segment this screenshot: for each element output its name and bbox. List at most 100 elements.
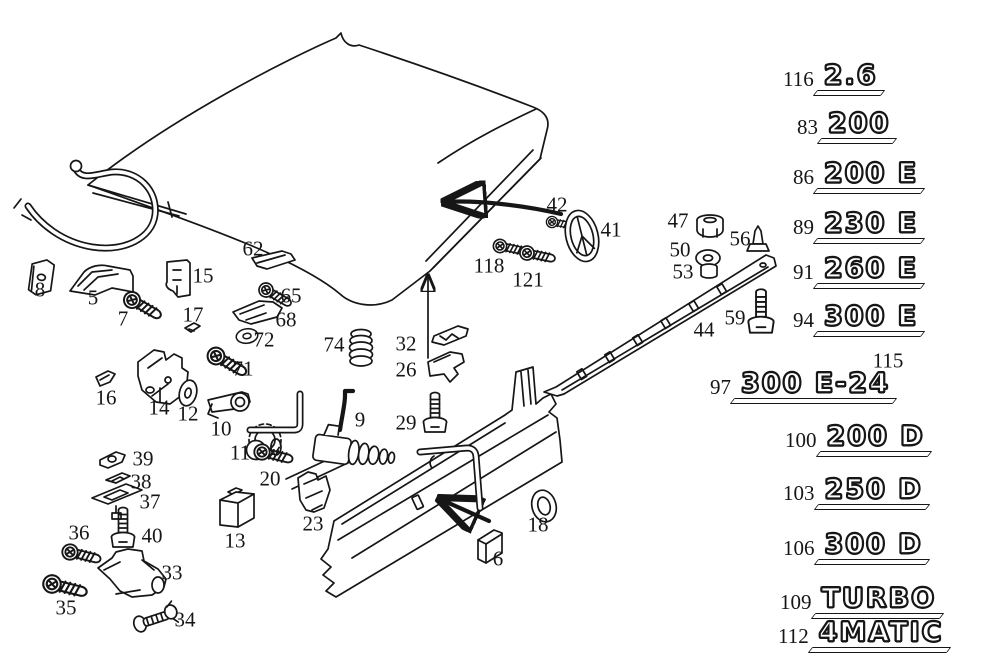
part-number-71: 71 — [232, 356, 254, 381]
part-6-plate — [477, 529, 503, 564]
badge-part-number: 89 — [793, 214, 814, 239]
part-number-23: 23 — [302, 511, 324, 536]
badge-text: 2.6 — [823, 60, 878, 91]
trim-strip-studs — [575, 282, 728, 381]
badge-plinth — [816, 138, 898, 144]
part-number-62: 62 — [242, 236, 264, 261]
part-number-56: 56 — [729, 226, 751, 251]
part-number-7: 7 — [117, 306, 129, 331]
badge-part-number: 109 — [780, 589, 812, 614]
part-53-cap — [700, 263, 718, 279]
part-number-40: 40 — [141, 523, 163, 548]
badge-part-number: 94 — [793, 307, 814, 332]
trim-strip — [543, 254, 777, 397]
badge-plinth — [812, 238, 926, 244]
badge-text: 4MATIC — [818, 617, 944, 648]
part-37-plate — [91, 483, 143, 520]
badge-plinth — [812, 90, 885, 96]
badge-emblem: 300 D — [813, 529, 931, 565]
part-number-72: 72 — [253, 327, 275, 352]
part-number-35: 35 — [55, 595, 77, 620]
part-number-26: 26 — [395, 357, 417, 382]
part-47-nut — [696, 214, 724, 238]
part-15-plate — [165, 259, 191, 298]
badge-emblem: 2.6 — [812, 60, 885, 96]
part-20-bolt — [245, 439, 296, 468]
part-number-68: 68 — [275, 307, 297, 332]
mercedes-star-icon — [564, 209, 600, 263]
part-number-11: 11 — [229, 440, 251, 465]
part-38-clip — [105, 472, 131, 484]
part-8-bracket — [27, 259, 56, 296]
part-56-clip — [746, 225, 770, 252]
part-10-lock-cylinder — [207, 391, 251, 419]
badge-emblem: 200 E — [812, 158, 926, 194]
part-16-clip — [95, 370, 116, 387]
part-number-34: 34 — [174, 607, 196, 632]
model-badge-260-e: 91 260 E — [793, 253, 926, 289]
part-9-lock-actuator — [246, 388, 484, 512]
badge-text: 200 E — [823, 158, 919, 189]
part-33-bracket — [97, 548, 167, 598]
trunk-lid-outline — [87, 32, 549, 306]
part-number-32: 32 — [395, 331, 417, 356]
badge-emblem: 300 E-24 — [729, 369, 898, 404]
badge-part-number: 97 — [710, 374, 731, 399]
part-number-37: 37 — [139, 489, 161, 514]
badge-text: 200 D — [826, 421, 925, 452]
part-number-115: 115 — [872, 348, 904, 373]
pointer-arrows — [428, 202, 564, 521]
badge-part-number: 83 — [797, 114, 818, 139]
badge-plinth — [813, 559, 931, 565]
part-number-42: 42 — [546, 192, 568, 217]
badge-plinth — [813, 504, 931, 510]
part-34-link — [132, 600, 180, 633]
badge-text: 260 E — [823, 253, 919, 284]
badge-text: 300 E — [823, 301, 919, 332]
part-number-20: 20 — [259, 466, 281, 491]
arrow-to-panel-slot — [442, 500, 492, 521]
badge-plinth — [812, 283, 926, 289]
part-17-clip — [184, 322, 201, 333]
part-number-38: 38 — [130, 469, 152, 494]
part-number-50: 50 — [669, 237, 691, 262]
part-number-6: 6 — [492, 546, 504, 571]
part-number-33: 33 — [161, 560, 183, 585]
part-number-36: 36 — [68, 520, 90, 545]
badge-emblem: 250 D — [813, 474, 931, 510]
badge-plinth — [807, 647, 951, 653]
badge-text: 300 D — [824, 529, 923, 560]
part-number-74: 74 — [323, 332, 345, 357]
hinge-arm — [13, 159, 159, 252]
badge-part-number: 106 — [783, 535, 815, 560]
part-number-118: 118 — [473, 253, 505, 278]
badge-text: 250 D — [824, 474, 923, 505]
badge-plinth — [812, 331, 926, 337]
part-number-16: 16 — [95, 385, 117, 410]
badge-emblem: 260 E — [812, 253, 926, 289]
badge-emblem: 300 E — [812, 301, 926, 337]
part-number-39: 39 — [132, 446, 154, 471]
model-badge-300-d: 106 300 D — [783, 529, 931, 565]
part-number-53: 53 — [672, 259, 694, 284]
part-32-striker-plate — [431, 325, 469, 346]
part-number-17: 17 — [182, 302, 204, 327]
part-number-121: 121 — [512, 267, 544, 292]
badge-part-number: 91 — [793, 259, 814, 284]
part-number-15: 15 — [192, 263, 214, 288]
part-number-8: 8 — [34, 277, 46, 302]
badge-plinth — [815, 451, 933, 457]
part-39-clip — [99, 451, 126, 469]
badge-emblem: 200 — [816, 109, 898, 144]
badge-plinth — [729, 398, 898, 404]
badge-text: TURBO — [821, 583, 937, 614]
